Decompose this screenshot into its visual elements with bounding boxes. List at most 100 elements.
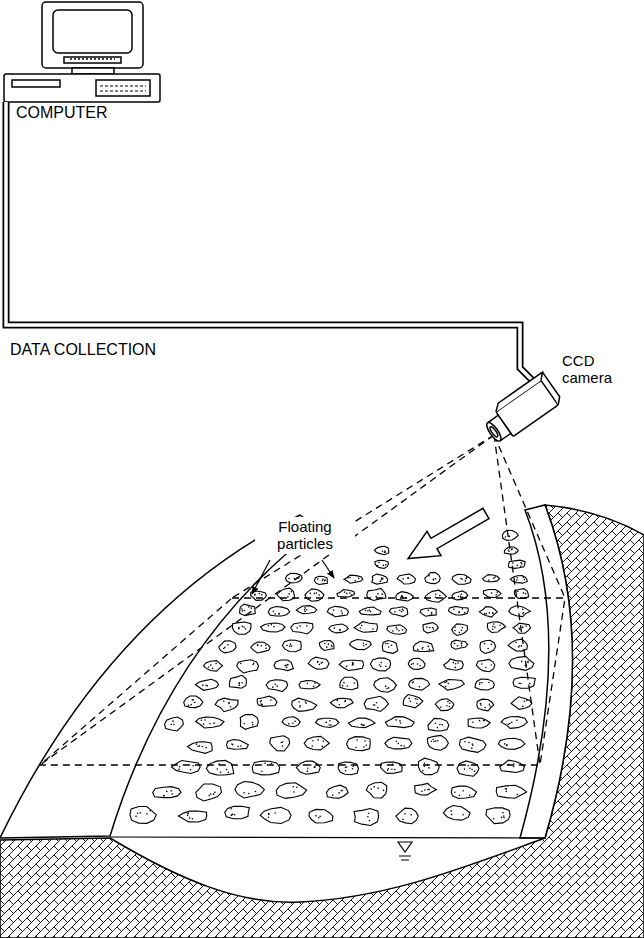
particle-dot <box>417 663 419 665</box>
particle-dot <box>484 707 486 709</box>
particle-outline <box>252 761 280 775</box>
particle-dot <box>419 665 421 667</box>
particle-dot <box>407 577 409 579</box>
particle-dot <box>484 613 486 615</box>
particle-dot <box>345 767 347 769</box>
particle-dot <box>380 665 382 667</box>
floating-particle <box>381 762 403 773</box>
particle-outline <box>153 787 181 798</box>
particle-outline <box>420 608 436 616</box>
particle-dot <box>448 683 450 685</box>
particle-outline <box>509 656 534 670</box>
particle-outline <box>381 762 403 773</box>
particle-outline <box>408 658 425 669</box>
particle-dot <box>238 627 240 629</box>
floating-particle <box>229 675 246 688</box>
particle-dot <box>427 646 429 648</box>
floating-particle <box>425 573 440 584</box>
floating-particle <box>215 698 238 712</box>
particle-dot <box>383 565 385 567</box>
particle-dot <box>522 627 524 629</box>
floating-particle <box>366 782 386 798</box>
floating-particle <box>240 714 258 729</box>
floating-particle <box>423 623 438 633</box>
particle-dot <box>223 648 225 650</box>
particle-dot <box>399 610 401 612</box>
particle-dot <box>257 644 259 646</box>
floating-particle <box>349 639 371 649</box>
particle-dot <box>492 612 494 614</box>
monitor <box>42 2 143 68</box>
particle-outline <box>374 546 388 554</box>
particle-outline <box>309 809 333 823</box>
floating-particle <box>475 679 494 690</box>
particle-outline <box>338 762 358 775</box>
particle-dot <box>310 764 312 766</box>
particle-outline <box>498 738 525 749</box>
particle-dot <box>395 626 397 628</box>
particle-outline <box>396 808 418 824</box>
particle-dot <box>512 562 514 564</box>
particle-dot <box>462 814 464 816</box>
particle-dot <box>424 762 426 764</box>
particle-dot <box>459 795 461 797</box>
particle-dot <box>424 765 426 767</box>
particle-outline <box>451 640 468 649</box>
particle-dot <box>208 795 210 797</box>
particle-dot <box>384 550 386 552</box>
particle-outline <box>329 624 349 633</box>
particle-dot <box>519 628 521 630</box>
particle-dot <box>346 666 348 668</box>
particle-dot <box>304 609 306 611</box>
particle-dot <box>402 609 404 611</box>
particle-dot <box>192 818 194 820</box>
particle-dot <box>370 611 372 613</box>
particle-dot <box>458 612 460 614</box>
particle-dot <box>261 704 263 706</box>
particle-outline <box>270 736 290 751</box>
particle-dot <box>446 705 448 707</box>
particle-outline <box>235 781 265 798</box>
particle-dot <box>149 810 151 812</box>
particle-outline <box>340 677 358 689</box>
particle-dot <box>215 663 217 665</box>
particle-dot <box>449 706 451 708</box>
particle-outline <box>195 679 218 690</box>
particle-dot <box>238 683 240 685</box>
particle-outline <box>296 761 320 774</box>
particle-dot <box>137 813 139 815</box>
particle-dot <box>307 767 309 769</box>
particle-outline <box>375 560 388 568</box>
particle-outline <box>513 677 535 688</box>
floating-particle <box>457 761 479 776</box>
particle-outline <box>285 573 302 583</box>
particle-dot <box>505 536 507 538</box>
particle-dot <box>243 792 245 794</box>
particle-dot <box>516 719 518 721</box>
particle-dot <box>520 565 522 567</box>
floating-particle <box>282 717 300 727</box>
particle-dot <box>467 765 469 767</box>
particle-dot <box>523 592 525 594</box>
particle-dot <box>331 645 333 647</box>
particle-outline <box>504 547 518 554</box>
particle-dot <box>523 576 525 578</box>
particle-dot <box>238 682 240 684</box>
particle-outline <box>232 622 251 634</box>
particle-dot <box>377 787 379 789</box>
particle-dot <box>472 743 474 745</box>
particle-dot <box>146 813 148 815</box>
particle-dot <box>493 818 495 820</box>
particle-dot <box>193 699 195 701</box>
floating-particle <box>225 806 250 818</box>
particle-dot <box>433 579 435 581</box>
floating-particle <box>487 622 505 633</box>
water-level <box>110 837 545 838</box>
particle-dot <box>522 627 524 629</box>
particle-dot <box>454 626 456 628</box>
particle-dot <box>379 581 381 583</box>
floating-particle <box>435 699 454 711</box>
particle-dot <box>347 577 349 579</box>
particle-dot <box>244 610 246 612</box>
